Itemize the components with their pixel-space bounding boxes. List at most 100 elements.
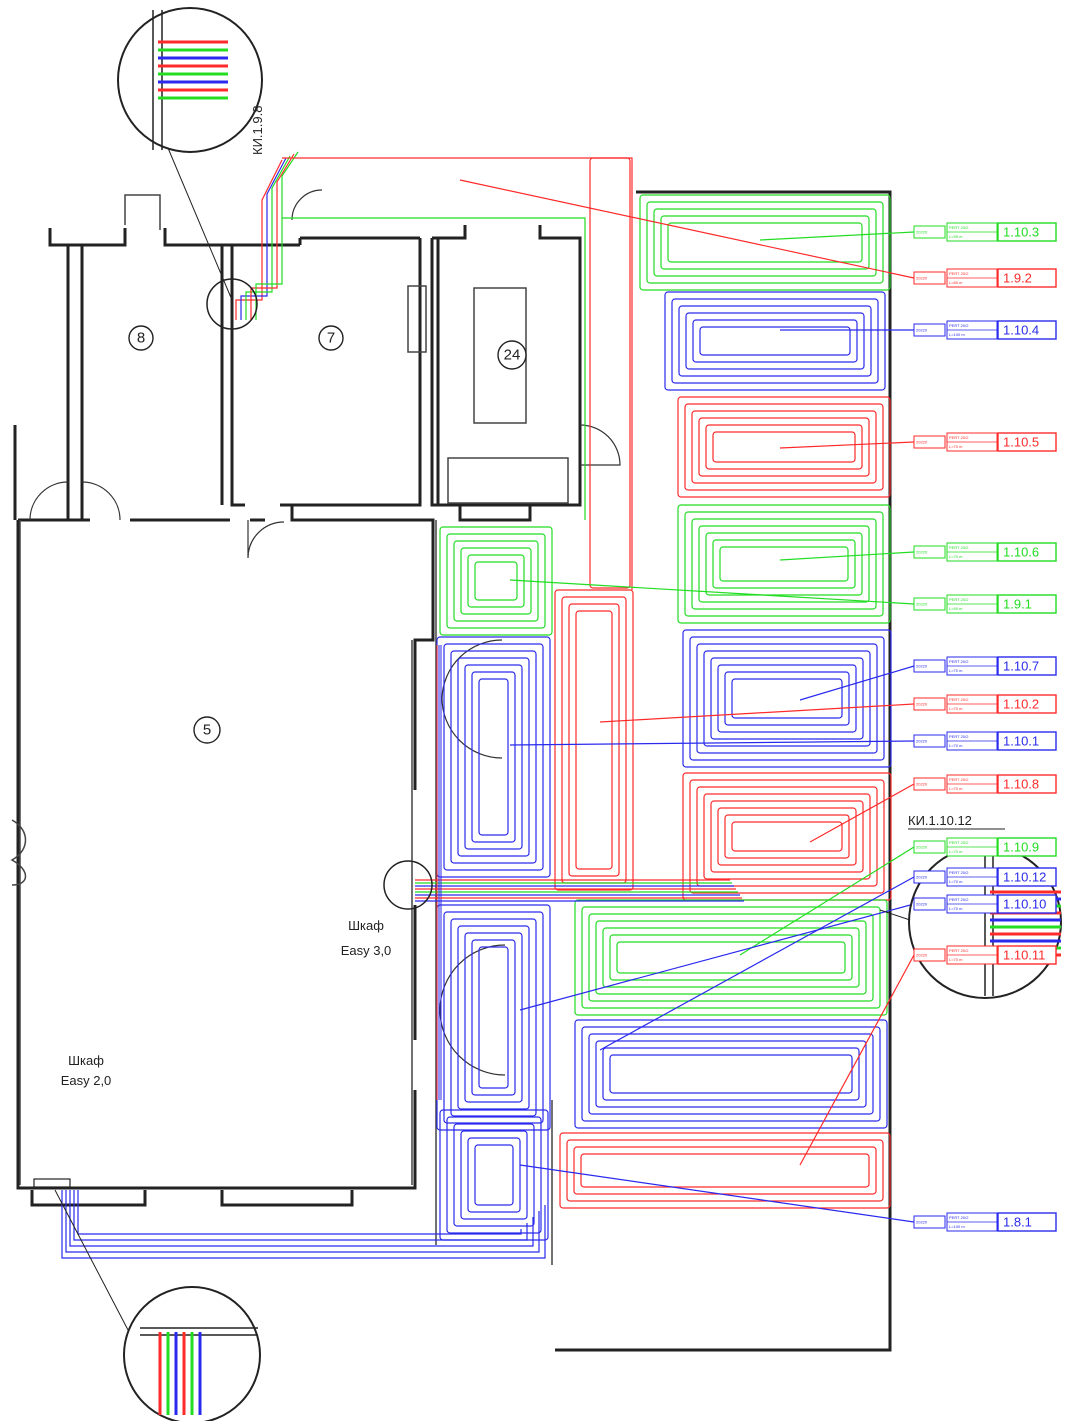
circuit-id: 1.10.9	[1003, 840, 1039, 855]
loop-1-10-2	[554, 589, 634, 891]
circuit-spec-top: PERT 20/2	[949, 271, 969, 276]
loop-1-10-6	[677, 504, 891, 624]
manifold-label-middle: КИ.1.10.12	[908, 813, 972, 828]
loop-1-10-8	[682, 772, 892, 901]
circuit-spec-bottom: L=70 m	[949, 668, 963, 673]
room-7-label: 7	[327, 330, 335, 347]
circuit-id: 1.8.1	[1003, 1215, 1032, 1230]
manifold-detail-top	[117, 7, 263, 330]
circuit-spec-top: PERT 20/2	[949, 897, 969, 902]
circuit-tag-1-10-2: 20220 PERT 20/2L=70 m 1.10.2	[913, 694, 1057, 714]
cabinet-easy-2-line2: Easy 2,0	[61, 1073, 112, 1088]
circuit-small-code: 20220	[916, 782, 928, 787]
circuit-tag-1-10-10: 20220 PERT 20/2L=70 m 1.10.10	[913, 894, 1057, 914]
room-5-marker: 5	[193, 716, 221, 744]
circuit-spec-bottom: L=100 m	[949, 332, 965, 337]
leader-1-10-10	[519, 903, 915, 1011]
circuit-small-code: 20220	[916, 440, 928, 445]
leader-1-10-1	[509, 740, 915, 746]
circuit-spec-bottom: L=70 m	[949, 957, 963, 962]
circuit-spec-top: PERT 20/2	[949, 1215, 969, 1220]
circuit-small-code: 20220	[916, 328, 928, 333]
circuit-id: 1.10.11	[1003, 948, 1045, 963]
circuit-tag-1-10-11: 20220 PERT 20/2L=70 m 1.10.11	[913, 945, 1057, 965]
cabinet-easy-3-line2: Easy 3,0	[341, 943, 392, 958]
loop-1-10-12	[574, 1019, 888, 1129]
room-24-marker: 24	[497, 340, 527, 370]
manifold-detail-bottom	[33, 1178, 261, 1421]
circuit-id: 1.10.2	[1003, 697, 1039, 712]
circuit-spec-bottom: L=100 m	[949, 1224, 965, 1229]
cabinet-easy-3-line1: Шкаф	[348, 918, 384, 933]
circuit-spec-top: PERT 20/2	[949, 323, 969, 328]
circuit-spec-bottom: L=70 m	[949, 849, 963, 854]
circuit-id: 1.10.7	[1003, 659, 1039, 674]
circuit-small-code: 20220	[916, 739, 928, 744]
leader-1-9-1	[509, 579, 915, 605]
circuit-id: 1.10.6	[1003, 545, 1039, 560]
leader-1-10-9	[739, 846, 915, 956]
leader-1-10-11	[799, 954, 915, 1166]
circuit-spec-bottom: L=70 m	[949, 906, 963, 911]
circuit-small-code: 20220	[916, 953, 928, 958]
circuit-small-code: 20220	[916, 902, 928, 907]
circuit-small-code: 20220	[916, 276, 928, 281]
loop-1-10-3	[639, 194, 891, 291]
leader-1-10-7	[799, 665, 915, 701]
room-24-label: 24	[504, 347, 521, 364]
leader-1-10-12	[599, 876, 915, 1051]
loop-1-10-9	[574, 899, 888, 1016]
room-8-label: 8	[137, 330, 145, 347]
circuit-spec-top: PERT 20/2	[949, 697, 969, 702]
circuit-small-code: 20220	[916, 664, 928, 669]
circuit-id: 1.10.5	[1003, 435, 1039, 450]
circuit-leader-lines	[459, 179, 915, 1223]
circuit-small-code: 20220	[916, 702, 928, 707]
room-8-marker: 8	[128, 325, 154, 351]
heating-loops	[61, 157, 892, 1259]
circuit-small-code: 20220	[916, 602, 928, 607]
leader-1-10-2	[599, 703, 915, 723]
circuit-spec-bottom: L=70 m	[949, 743, 963, 748]
circuit-spec-bottom: L=70 m	[949, 879, 963, 884]
circuit-id: 1.10.3	[1003, 225, 1039, 240]
circuit-small-code: 20220	[916, 845, 928, 850]
loop-corridor	[61, 1190, 546, 1259]
circuit-id: 1.10.10	[1003, 897, 1046, 912]
leader-1-10-3	[759, 231, 915, 241]
loop-1-10-5	[677, 396, 891, 498]
circuit-spec-top: PERT 20/2	[949, 870, 969, 875]
manifold-label-top: КИ.1.9.8	[250, 106, 265, 155]
circuit-spec-bottom: L=55 m	[949, 234, 963, 239]
circuit-spec-bottom: L=70 m	[949, 706, 963, 711]
circuit-spec-top: PERT 20/2	[949, 734, 969, 739]
circuit-spec-bottom: L=90 m	[949, 606, 963, 611]
circuit-small-code: 20220	[916, 875, 928, 880]
circuit-spec-top: PERT 20/2	[949, 840, 969, 845]
circuit-id: 1.9.2	[1003, 271, 1032, 286]
room-5-label: 5	[203, 722, 211, 739]
loop-1-10-10	[436, 904, 551, 1131]
cabinet-easy-2-line1: Шкаф	[68, 1053, 104, 1068]
supply-pipe-bundles	[235, 151, 744, 1100]
circuit-id: 1.10.1	[1003, 734, 1039, 749]
circuit-id: 1.10.8	[1003, 777, 1039, 792]
circuit-spec-top: PERT 20/2	[949, 435, 969, 440]
leader-1-10-5	[779, 441, 915, 449]
loop-1-10-1	[436, 636, 551, 878]
circuit-spec-top: PERT 20/2	[949, 948, 969, 953]
loop-1-9-2	[589, 157, 631, 589]
circuit-spec-bottom: L=70 m	[949, 554, 963, 559]
circuit-spec-top: PERT 20/2	[949, 777, 969, 782]
